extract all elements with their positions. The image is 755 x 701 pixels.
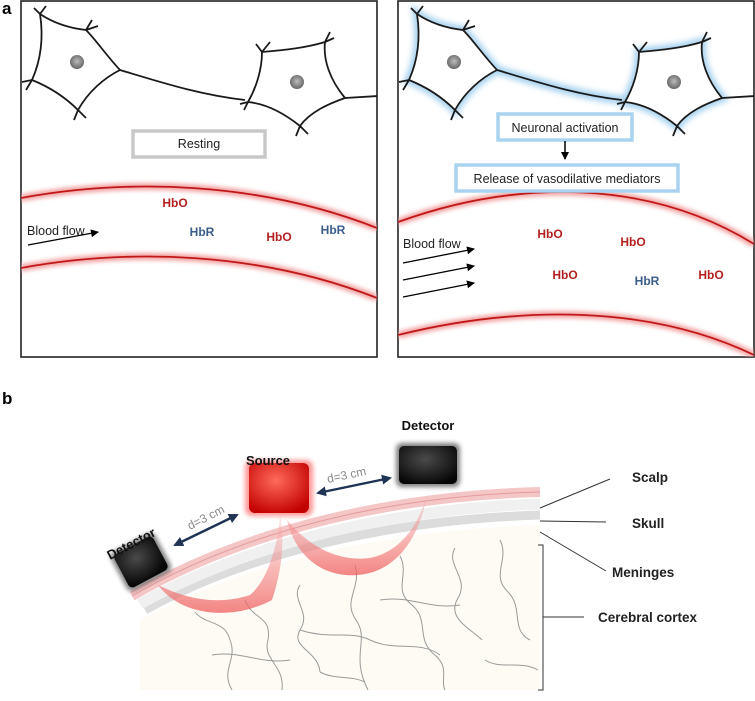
mediator-box [454,163,680,193]
source-icon [245,460,313,516]
blood-flow-label: Blood flow [27,224,86,238]
meninges-label: Meninges [612,565,674,580]
layer-leader-lines [538,478,611,691]
detector-left-icon [110,532,172,592]
hbo-label: HbO [698,268,723,282]
source-label: Source [246,453,290,468]
hbo-label: HbO [620,235,645,249]
detector-right-icon [396,443,460,487]
hbo-label: HbO [266,230,291,244]
skull-label: Skull [632,516,664,531]
blood-vessel [21,183,377,302]
hbo-label: HbO [537,227,562,241]
nucleus-active-right-icon [667,75,681,89]
mediator-label: Release of vasodilative mediators [474,172,661,186]
activation-panel: Neuronal activation Release of vasodilat… [397,0,755,358]
hbo-label: HbO [162,196,187,210]
hbr-label: HbR [190,225,215,239]
fnirs-diagram: Detector Source Detector d=3 cm d=3 cm S… [104,418,698,691]
resting-panel: Resting Blood flow HbO HbR HbO HbR [20,0,378,358]
panel-a-label: a [2,0,12,18]
resting-label: Resting [178,137,220,151]
flow-arrows [402,246,475,298]
distance-arrow-left [173,513,239,547]
hbr-label: HbR [321,223,346,237]
nucleus-left-icon [70,55,84,69]
activation-box [496,112,634,142]
hbr-label: HbR [635,274,660,288]
detector-right-label: Detector [402,418,455,433]
distance-right-label: d=3 cm [326,464,368,486]
flow-arrow [27,229,99,246]
meninges-layer [142,510,541,614]
panel-b-label: b [2,389,12,408]
cerebral-cortex [140,525,540,690]
activation-label: Neuronal activation [511,121,618,135]
nucleus-right-icon [290,75,304,89]
resting-box [131,129,267,159]
scalp-edge [131,491,541,597]
blood-flow-label: Blood flow [403,237,462,251]
skull-layer [137,498,541,609]
distance-arrow-right [316,474,392,497]
brain-gyri [194,539,539,691]
scalp-label: Scalp [632,470,668,485]
cerebral-cortex-label: Cerebral cortex [598,610,698,625]
distance-left-label: d=3 cm [185,502,227,532]
light-path-right-icon [287,490,428,576]
nucleus-active-left-icon [447,55,461,69]
hbo-label: HbO [552,268,577,282]
